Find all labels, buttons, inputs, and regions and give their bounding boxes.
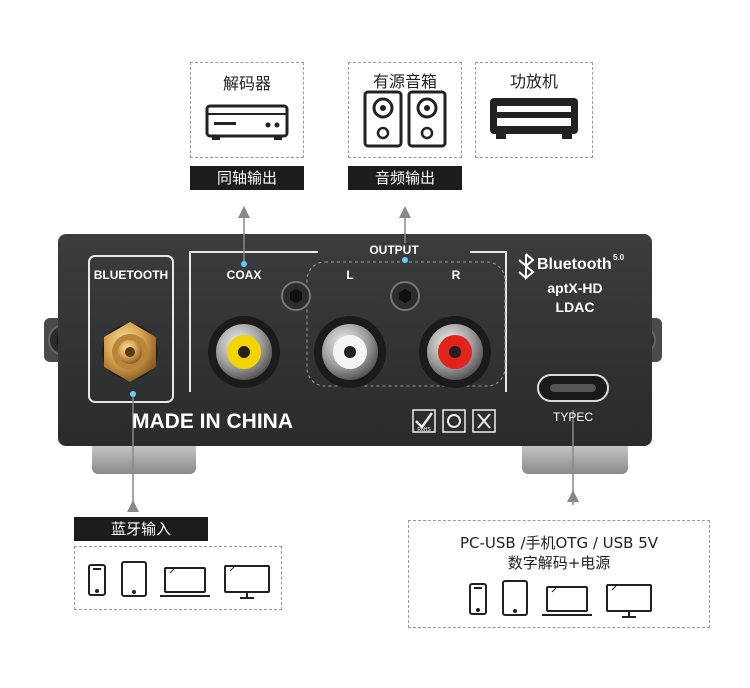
rohs-mark: RoHS [417, 427, 431, 433]
left-channel-label: L [346, 268, 354, 282]
coax-label: COAX [226, 268, 262, 282]
decoder-label: 解码器 [222, 74, 271, 93]
bluetooth-version: 5.0 [613, 253, 625, 262]
typec-label: TYPEC [552, 410, 593, 424]
laptop-icon [160, 567, 210, 597]
made-in-china-label: MADE IN CHINA [132, 410, 293, 433]
panel-screw-1 [281, 281, 311, 311]
monitor-icon [606, 584, 652, 618]
phone-icon [469, 583, 487, 615]
phone-icon [88, 564, 106, 596]
amplifier-label: 功放机 [509, 72, 558, 91]
leader-lines [127, 206, 579, 512]
rca-left-jack [314, 316, 386, 388]
bt-devices-icons [88, 561, 270, 599]
active-speaker-box [348, 62, 462, 158]
amplifier-box [475, 62, 593, 158]
bluetooth-input-box [74, 546, 282, 610]
bluetooth-input-tag: 蓝牙输入 [74, 517, 208, 541]
device-feet [92, 440, 628, 474]
sma-connector [102, 322, 158, 382]
bluetooth-brand: Bluetooth [537, 256, 612, 273]
active-speaker-icon [363, 90, 447, 148]
bluetooth-port-frame [88, 255, 174, 403]
bluetooth-port-label: BLUETOOTH [93, 268, 169, 282]
bluetooth-logo-icon [518, 253, 535, 281]
coax-output-tag: 同轴输出 [190, 166, 304, 190]
usb-input-box [408, 520, 710, 628]
tablet-icon [121, 561, 147, 597]
audio-output-tag: 音频输出 [348, 166, 462, 190]
usb-input-line2: 数字解码+电源 [507, 554, 611, 572]
output-label: OUTPUT [322, 243, 466, 257]
usb-devices-icons [469, 580, 652, 618]
output-frame [189, 251, 507, 392]
codec-ldac: LDAC [555, 299, 595, 315]
rca-right-jack [419, 316, 491, 388]
tablet-icon [502, 580, 528, 616]
laptop-icon [542, 586, 592, 616]
certification-icons [412, 409, 496, 433]
usb-c-port [537, 374, 609, 402]
decoder-icon [205, 104, 289, 140]
active-speaker-label: 有源音箱 [372, 72, 437, 91]
amplifier-icon [490, 98, 578, 139]
codec-aptx-hd: aptX-HD [547, 280, 603, 296]
rca-coax-jack [208, 316, 280, 388]
usb-input-line1: PC-USB /手机OTG / USB 5V [459, 534, 659, 552]
decoder-box [190, 62, 304, 158]
panel-screw-2 [390, 281, 420, 311]
right-channel-label: R [451, 268, 461, 282]
monitor-icon [224, 565, 270, 599]
